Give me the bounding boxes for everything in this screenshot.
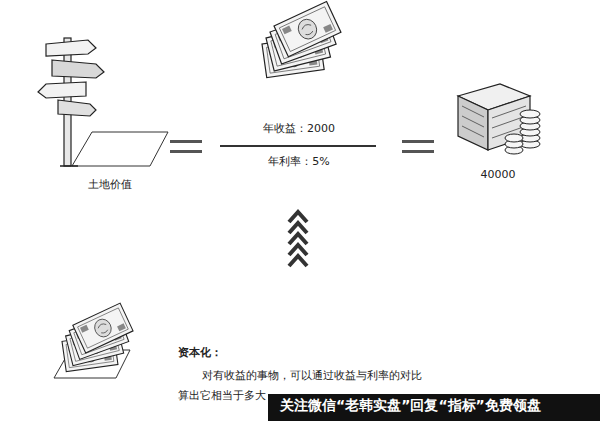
value-label: 40000 bbox=[481, 168, 516, 182]
signpost-land bbox=[38, 38, 168, 166]
land-value-label: 土地价值 bbox=[88, 178, 132, 192]
watermark-bar bbox=[268, 394, 600, 421]
numerator-label: 年收益：2000 bbox=[263, 122, 335, 136]
cash-building bbox=[458, 84, 540, 154]
equals-sign bbox=[170, 140, 434, 153]
money-on-land bbox=[54, 303, 133, 378]
up-chevrons bbox=[289, 212, 307, 266]
watermark: 关注微信“老韩实盘”回复“指标”免费领盘 bbox=[280, 398, 541, 412]
denominator-label: 年利率：5% bbox=[268, 155, 329, 169]
money-stack bbox=[262, 1, 341, 77]
fraction-line bbox=[220, 145, 376, 147]
term-heading: 资本化： bbox=[178, 346, 222, 360]
